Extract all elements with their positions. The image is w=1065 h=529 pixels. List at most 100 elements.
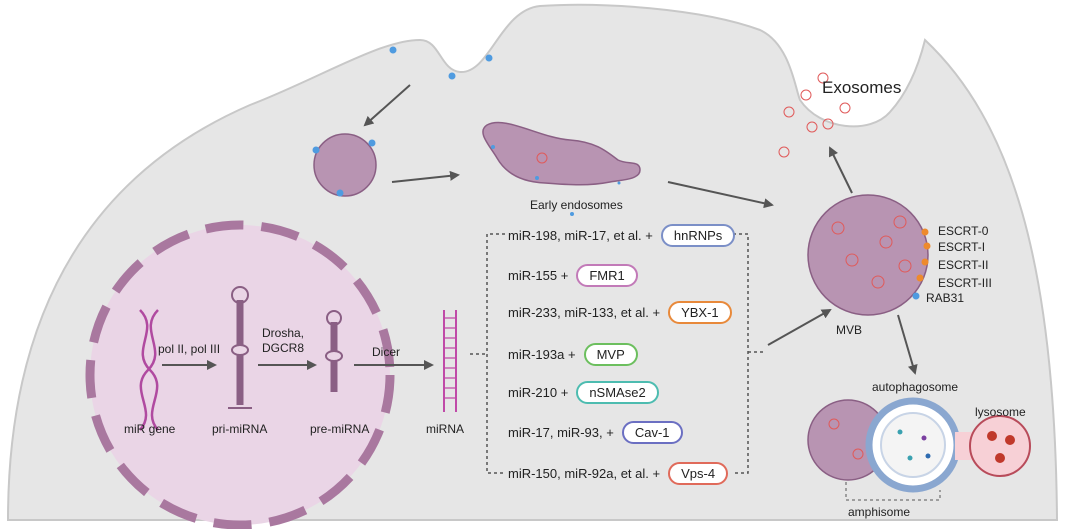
label-amphisome: amphisome — [848, 505, 911, 519]
cargo-circle — [852, 448, 864, 460]
protein-pill: MVP — [583, 342, 638, 366]
cargo-circle — [879, 235, 893, 249]
cargo-dot — [921, 435, 927, 441]
arrow-endocytosis — [363, 84, 411, 127]
protein-pill: YBX-1 — [668, 300, 732, 324]
exosome — [806, 121, 818, 133]
protein-pill: Vps-4 — [668, 461, 729, 485]
cargo-circle — [831, 221, 845, 235]
arrow-to-mvb — [667, 181, 774, 209]
enzyme — [1005, 435, 1015, 445]
mir-gene-helix-2 — [139, 309, 159, 431]
exosome — [817, 72, 829, 84]
sorting-row: miR-193a + MVP — [508, 342, 638, 366]
sorting-row: miR-198, miR-17, et al. + hnRNPs — [508, 223, 736, 247]
label-dicer: Dicer — [372, 345, 401, 359]
sorting-bracket-right — [733, 233, 749, 474]
escrt-dot — [923, 242, 931, 250]
escrt-dot — [921, 258, 929, 266]
protein-pill: hnRNPs — [660, 223, 736, 247]
vesicle-dot — [570, 212, 574, 216]
mirna-list: miR-17, miR-93, + — [508, 424, 614, 440]
lysosome — [969, 415, 1031, 477]
label-mvb: MVB — [836, 323, 863, 337]
vesicle-dot — [312, 146, 320, 154]
cargo-circle — [898, 259, 912, 273]
exosome — [839, 102, 851, 114]
mirna-list: miR-198, miR-17, et al. + — [508, 227, 653, 243]
exosome — [778, 146, 790, 158]
label-pre-mirna: pre-miRNA — [310, 422, 370, 436]
escrt-dot — [921, 228, 929, 236]
pre-mirna-loop — [326, 310, 342, 326]
vesicle-dot — [617, 181, 621, 185]
vesicle-dot — [485, 54, 493, 62]
mirna-list: miR-210 + — [508, 384, 569, 400]
label-mir-gene: miR gene — [124, 422, 176, 436]
label-lysosome: lysosome — [975, 405, 1026, 419]
label-mirna: miRNA — [426, 422, 464, 436]
cargo-dot — [897, 429, 903, 435]
enzyme — [995, 453, 1005, 463]
cargo-dot — [925, 453, 931, 459]
label-escrt-0: ESCRT-0 — [938, 224, 989, 238]
cargo-dot — [907, 455, 913, 461]
vesicle-dot — [535, 176, 539, 180]
protein-pill: Cav-1 — [621, 420, 683, 444]
mirna-list: miR-233, miR-133, et al. + — [508, 304, 661, 320]
rab31-dot — [912, 292, 920, 300]
multivesicular-body — [807, 194, 929, 316]
label-rab31: RAB31 — [926, 291, 965, 305]
arrow-to-amphisome — [897, 314, 918, 375]
arrow-to-exosomes — [829, 146, 853, 194]
label-exosomes: Exosomes — [822, 78, 902, 97]
sorting-row: miR-150, miR-92a, et al. + Vps-4 — [508, 461, 729, 485]
pre-mirna-bulge — [325, 350, 343, 362]
exosome — [800, 89, 812, 101]
label-escrt-iii: ESCRT-III — [938, 276, 992, 290]
vesicle-dot — [368, 139, 376, 147]
label-pol: pol II, pol III — [158, 342, 221, 356]
sorting-row: miR-17, miR-93, + Cav-1 — [508, 420, 683, 444]
arrow-sorting-to-mvb — [767, 309, 832, 346]
sorting-bracket-left — [486, 233, 505, 474]
cargo-circle — [536, 152, 548, 164]
label-autophagosome: autophagosome — [872, 380, 959, 394]
mirna-rungs — [444, 317, 456, 399]
sorting-row: miR-233, miR-133, et al. + YBX-1 — [508, 300, 732, 324]
protein-pill: FMR1 — [576, 263, 638, 287]
early-endosome — [482, 121, 641, 186]
vesicle-dot — [336, 189, 344, 197]
exosome — [822, 118, 834, 130]
exosome — [783, 106, 795, 118]
mirna-list: miR-193a + — [508, 346, 576, 362]
pri-mirna-bulge — [231, 344, 249, 356]
cargo-circle — [893, 215, 907, 229]
arrow-to-early-endosome — [391, 170, 460, 183]
cargo-circle — [828, 418, 840, 430]
vesicle-dot — [448, 72, 456, 80]
autophagosome-inner — [880, 412, 946, 478]
escrt-dot — [916, 274, 924, 282]
sorting-row: miR-210 + nSMAse2 — [508, 380, 659, 404]
label-dgcr8: DGCR8 — [262, 341, 305, 355]
vesicle-dot — [491, 145, 495, 149]
amphisome-bracket — [845, 482, 941, 501]
enzyme — [987, 431, 997, 441]
nuclear-envelope — [85, 220, 395, 529]
label-drosha: Drosha, — [262, 326, 305, 340]
sorting-row: miR-155 + FMR1 — [508, 263, 638, 287]
label-escrt-ii: ESCRT-II — [938, 258, 989, 272]
endocytic-vesicle — [313, 133, 377, 197]
mirna-list: miR-155 + — [508, 267, 569, 283]
cargo-circle — [871, 275, 885, 289]
label-pri-mirna: pri-miRNA — [212, 422, 268, 436]
label-early-endosomes: Early endosomes — [530, 198, 623, 212]
mir-gene-helix — [139, 309, 159, 431]
protein-pill: nSMAse2 — [576, 380, 659, 404]
mirna-list: miR-150, miR-92a, et al. + — [508, 465, 661, 481]
cargo-circle — [845, 253, 859, 267]
vesicle-dot — [389, 46, 397, 54]
